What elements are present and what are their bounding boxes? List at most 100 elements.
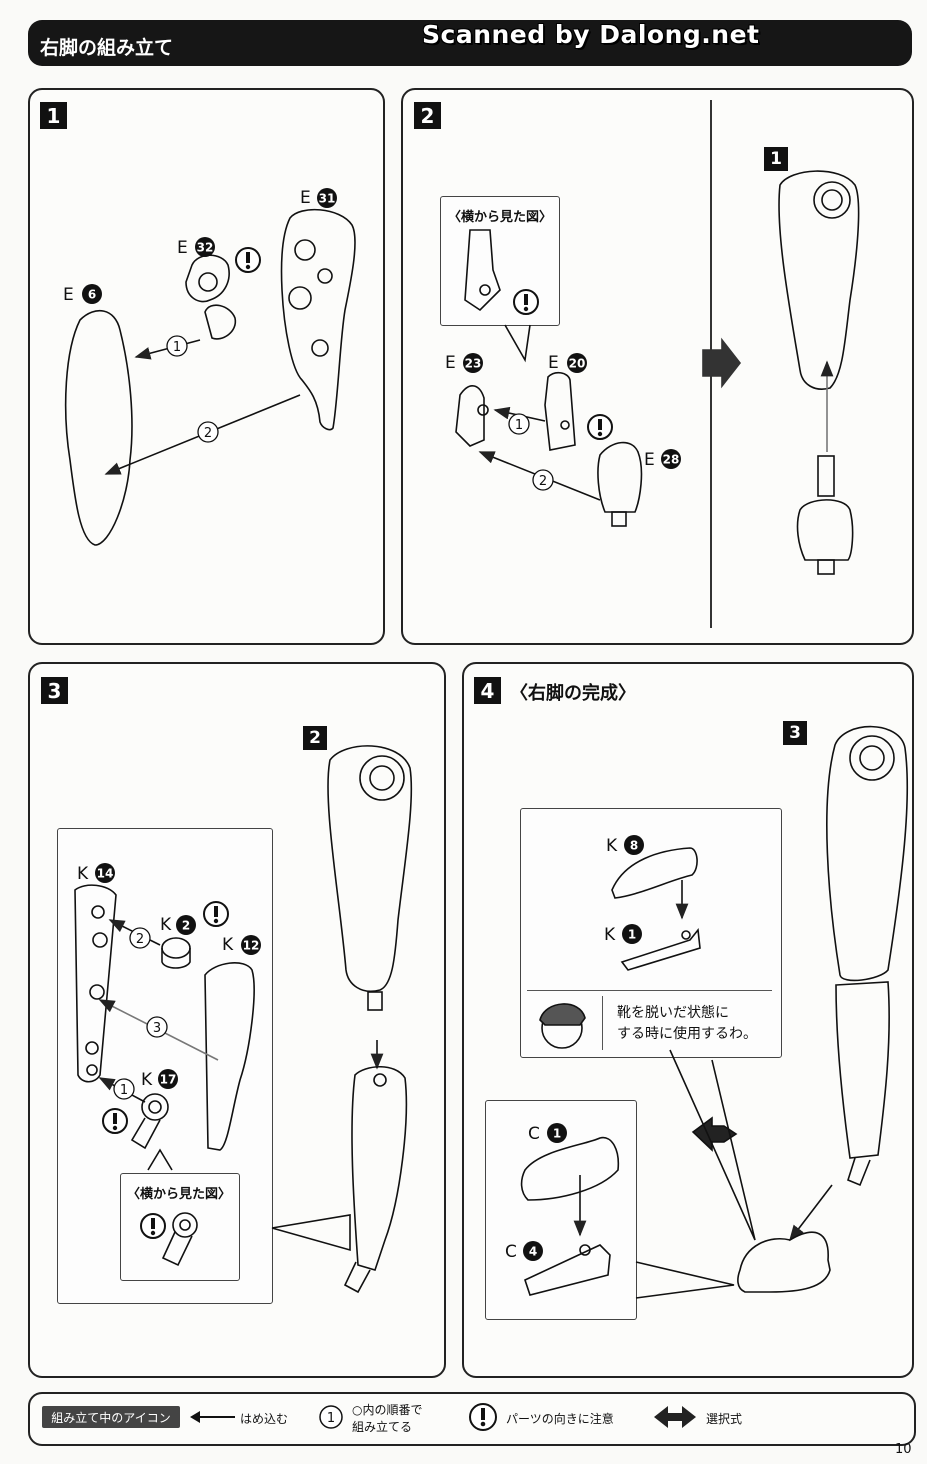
- part-label-e20: E: [548, 353, 559, 373]
- step-3-ref-badge: 2: [303, 726, 327, 750]
- part-k2: [161, 937, 191, 959]
- part-number-text: 6: [88, 288, 96, 302]
- part-number-ball: [624, 835, 644, 855]
- part-e20: [544, 371, 576, 451]
- step-1-panel: [28, 88, 385, 645]
- part-label-k1: K: [604, 925, 616, 945]
- order-marker: [146, 1016, 168, 1038]
- caution-icon: [587, 414, 613, 440]
- part-label-k2: K: [160, 915, 172, 935]
- part-label-k8: K: [606, 836, 618, 856]
- part-label-e32: E: [177, 238, 188, 258]
- part-number-text: 1: [628, 928, 636, 942]
- part-number-text: 12: [243, 939, 260, 953]
- watermark: Scanned by Dalong.net: [422, 20, 760, 49]
- step-3-side-view-label: 〈横から見た図〉: [126, 1187, 231, 1202]
- part-e6-shell: [64, 309, 133, 546]
- part-number-ball: [241, 935, 261, 955]
- part-k12: [204, 962, 255, 1151]
- order-marker-text: 2: [204, 426, 212, 441]
- step-2-ref-badge: 1: [764, 147, 788, 171]
- step-4-shoe: [737, 1231, 831, 1293]
- part-label-e6: E: [63, 285, 74, 305]
- step-4-number: 4: [474, 677, 501, 704]
- order-marker-text: 2: [539, 474, 547, 489]
- part-number-ball: [567, 353, 587, 373]
- part-c4-sole: [524, 1244, 611, 1296]
- part-k14: [74, 884, 117, 1083]
- order-marker-text: 1: [173, 340, 181, 355]
- part-number-text: 1: [553, 1127, 561, 1141]
- part-label-k12: K: [222, 935, 234, 955]
- caution-icon: [203, 901, 229, 927]
- step-4-ref-badge: 3: [783, 721, 807, 745]
- step-3-shin: [351, 1065, 408, 1271]
- step-1-number: 1: [40, 102, 67, 129]
- push-in-arrow-icon: [190, 1411, 235, 1423]
- part-c1-loafer: [520, 1136, 620, 1201]
- step-2-side-view-box: [440, 196, 560, 326]
- part-number-text: 4: [529, 1245, 537, 1259]
- part-number-ball: [82, 284, 102, 304]
- part-label-c1: C: [528, 1124, 540, 1144]
- order-marker: [113, 1078, 135, 1100]
- part-number-text: 28: [663, 453, 680, 467]
- step-2-number: 2: [414, 102, 441, 129]
- part-e28: [597, 441, 643, 513]
- choice-arrow-icon: [654, 1406, 696, 1428]
- step-2-lower-part: [796, 499, 854, 561]
- part-number-ball: [661, 449, 681, 469]
- part-number-ball: [317, 188, 337, 208]
- step-4-note-divider: [527, 990, 772, 991]
- part-number-text: 23: [465, 357, 482, 371]
- order-marker: [197, 421, 219, 443]
- legend-order-line1: ○内の順番で: [352, 1403, 423, 1417]
- part-number-text: 14: [97, 867, 114, 881]
- legend-order-line2: 組み立てる: [352, 1420, 413, 1434]
- part-e31-shell: [280, 208, 356, 431]
- part-label-k14: K: [77, 864, 89, 884]
- order-marker: [166, 335, 188, 357]
- step-2-side-view-label: 〈横から見た図〉: [447, 210, 552, 225]
- step-3-thigh: [327, 745, 413, 992]
- part-number-text: 32: [197, 241, 214, 255]
- step-4-note-line1: 靴を脱いだ状態に: [617, 1005, 729, 1021]
- page-number: 10: [895, 1442, 912, 1457]
- part-label-e28: E: [644, 450, 655, 470]
- part-label-c4: C: [505, 1242, 517, 1262]
- order-number-icon: 1: [319, 1405, 343, 1429]
- part-number-ball: [547, 1123, 567, 1143]
- step-4-shin: [835, 981, 890, 1159]
- part-number-ball: [622, 924, 642, 944]
- order-marker: [532, 469, 554, 491]
- legend-caution: パーツの向きに注意: [506, 1412, 614, 1426]
- caution-icon: [469, 1403, 497, 1431]
- part-number-ball: [195, 237, 215, 257]
- caution-icon: [102, 1108, 128, 1134]
- part-e23: [455, 385, 485, 447]
- caution-icons: [102, 247, 613, 1239]
- part-number-ball: [176, 915, 196, 935]
- page-title: 右脚の組み立て: [40, 37, 174, 59]
- part-e32-joint: [185, 254, 230, 303]
- part-number-text: 8: [630, 839, 638, 853]
- legend-push-in: はめ込む: [240, 1412, 289, 1426]
- step-2-upper-leg: [778, 170, 860, 390]
- step-4-note-divider-v: [602, 996, 603, 1050]
- part-label-k17: K: [141, 1070, 153, 1090]
- step-4-title: 〈右脚の完成〉: [510, 683, 636, 704]
- part-number-ball: [158, 1069, 178, 1089]
- part-number-text: 31: [319, 192, 336, 206]
- svg-text:1: 1: [327, 1411, 335, 1426]
- step-4-note-line2: する時に使用するわ。: [617, 1026, 757, 1042]
- order-marker: [508, 413, 530, 435]
- part-number-ball: [523, 1241, 543, 1261]
- order-marker-text: 3: [153, 1021, 161, 1036]
- part-number-text: 17: [160, 1073, 177, 1087]
- order-marker-text: 1: [120, 1083, 128, 1098]
- part-k8-shoe: [611, 847, 698, 899]
- step-4-thigh: [826, 725, 909, 982]
